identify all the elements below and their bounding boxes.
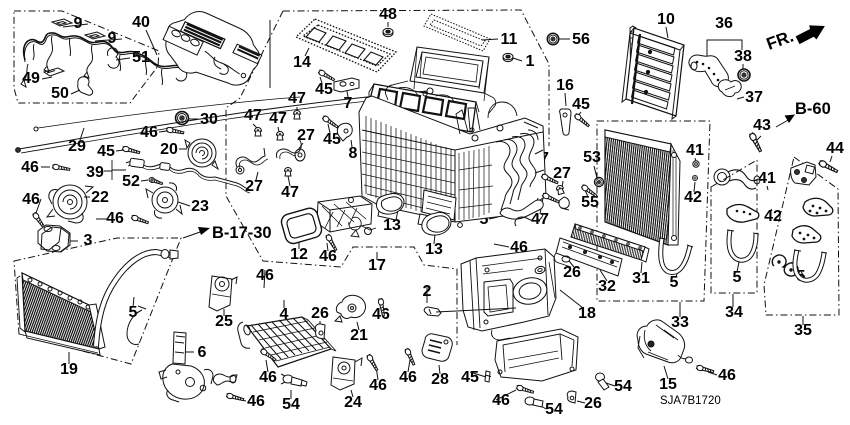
svg-text:56: 56 xyxy=(572,31,590,48)
svg-text:46: 46 xyxy=(21,159,39,176)
svg-text:4: 4 xyxy=(280,306,289,323)
svg-text:26: 26 xyxy=(584,395,602,412)
svg-text:17: 17 xyxy=(368,257,386,274)
svg-text:29: 29 xyxy=(68,138,86,155)
svg-text:37: 37 xyxy=(745,89,763,106)
svg-text:46: 46 xyxy=(319,248,337,265)
svg-text:27: 27 xyxy=(245,178,263,195)
svg-text:39: 39 xyxy=(86,164,104,181)
svg-text:46: 46 xyxy=(247,393,265,410)
svg-text:28: 28 xyxy=(431,371,449,388)
svg-text:43: 43 xyxy=(753,117,771,134)
svg-text:33: 33 xyxy=(671,314,689,331)
svg-text:20: 20 xyxy=(160,141,178,158)
svg-text:25: 25 xyxy=(215,313,233,330)
svg-text:46: 46 xyxy=(22,191,40,208)
svg-text:52: 52 xyxy=(122,173,140,190)
svg-text:1: 1 xyxy=(526,53,535,70)
svg-text:34: 34 xyxy=(725,304,743,321)
svg-text:46: 46 xyxy=(259,369,277,386)
svg-text:SJA7B1720: SJA7B1720 xyxy=(660,395,721,407)
svg-text:45: 45 xyxy=(461,369,479,386)
svg-text:16: 16 xyxy=(556,77,574,94)
svg-text:53: 53 xyxy=(583,149,601,166)
svg-text:5: 5 xyxy=(733,269,742,286)
svg-text:47: 47 xyxy=(281,184,299,201)
svg-text:32: 32 xyxy=(598,278,616,295)
svg-text:10: 10 xyxy=(657,11,675,28)
svg-text:45: 45 xyxy=(315,81,333,98)
svg-text:21: 21 xyxy=(350,327,368,344)
svg-text:54: 54 xyxy=(545,401,563,418)
svg-text:9: 9 xyxy=(108,30,117,47)
svg-text:13: 13 xyxy=(383,217,401,234)
svg-text:6: 6 xyxy=(198,344,207,361)
svg-text:36: 36 xyxy=(715,15,733,32)
svg-text:12: 12 xyxy=(290,246,308,263)
svg-text:46: 46 xyxy=(492,392,510,409)
svg-text:38: 38 xyxy=(734,48,752,65)
svg-text:40: 40 xyxy=(132,14,150,31)
svg-text:5: 5 xyxy=(129,304,138,321)
svg-text:41: 41 xyxy=(686,142,704,159)
svg-text:3: 3 xyxy=(84,232,93,249)
svg-text:42: 42 xyxy=(684,189,702,206)
svg-text:46: 46 xyxy=(399,369,417,386)
svg-text:14: 14 xyxy=(293,54,311,71)
svg-text:22: 22 xyxy=(91,189,109,206)
svg-text:30: 30 xyxy=(200,111,218,128)
svg-text:13: 13 xyxy=(425,241,443,258)
svg-text:15: 15 xyxy=(659,376,677,393)
svg-text:55: 55 xyxy=(581,194,599,211)
svg-text:47: 47 xyxy=(288,90,306,107)
svg-text:8: 8 xyxy=(349,145,358,162)
svg-text:48: 48 xyxy=(379,6,397,23)
svg-text:45: 45 xyxy=(572,96,590,113)
svg-text:18: 18 xyxy=(578,305,596,322)
svg-text:27: 27 xyxy=(553,165,571,182)
svg-text:19: 19 xyxy=(60,361,78,378)
svg-text:45: 45 xyxy=(97,143,115,160)
svg-text:26: 26 xyxy=(563,264,581,281)
svg-text:54: 54 xyxy=(282,396,300,413)
svg-text:50: 50 xyxy=(51,85,69,102)
svg-text:5: 5 xyxy=(670,274,679,291)
svg-text:23: 23 xyxy=(191,198,209,215)
svg-text:46: 46 xyxy=(372,306,390,323)
svg-text:5: 5 xyxy=(480,211,489,228)
svg-text:B-60: B-60 xyxy=(795,100,831,118)
svg-text:27: 27 xyxy=(297,127,315,144)
svg-text:45: 45 xyxy=(323,131,341,148)
svg-text:26: 26 xyxy=(311,305,329,322)
svg-text:46: 46 xyxy=(106,210,124,227)
svg-text:46: 46 xyxy=(369,377,387,394)
svg-text:41: 41 xyxy=(758,170,776,187)
svg-text:35: 35 xyxy=(794,322,812,339)
svg-text:42: 42 xyxy=(764,208,782,225)
svg-text:46: 46 xyxy=(718,367,736,384)
svg-text:44: 44 xyxy=(826,140,844,157)
svg-text:47: 47 xyxy=(269,110,287,127)
svg-text:54: 54 xyxy=(614,378,632,395)
svg-text:24: 24 xyxy=(344,394,362,411)
svg-text:31: 31 xyxy=(632,270,650,287)
svg-text:9: 9 xyxy=(74,15,83,32)
svg-text:11: 11 xyxy=(501,31,518,48)
svg-text:B-17-30: B-17-30 xyxy=(212,224,272,242)
